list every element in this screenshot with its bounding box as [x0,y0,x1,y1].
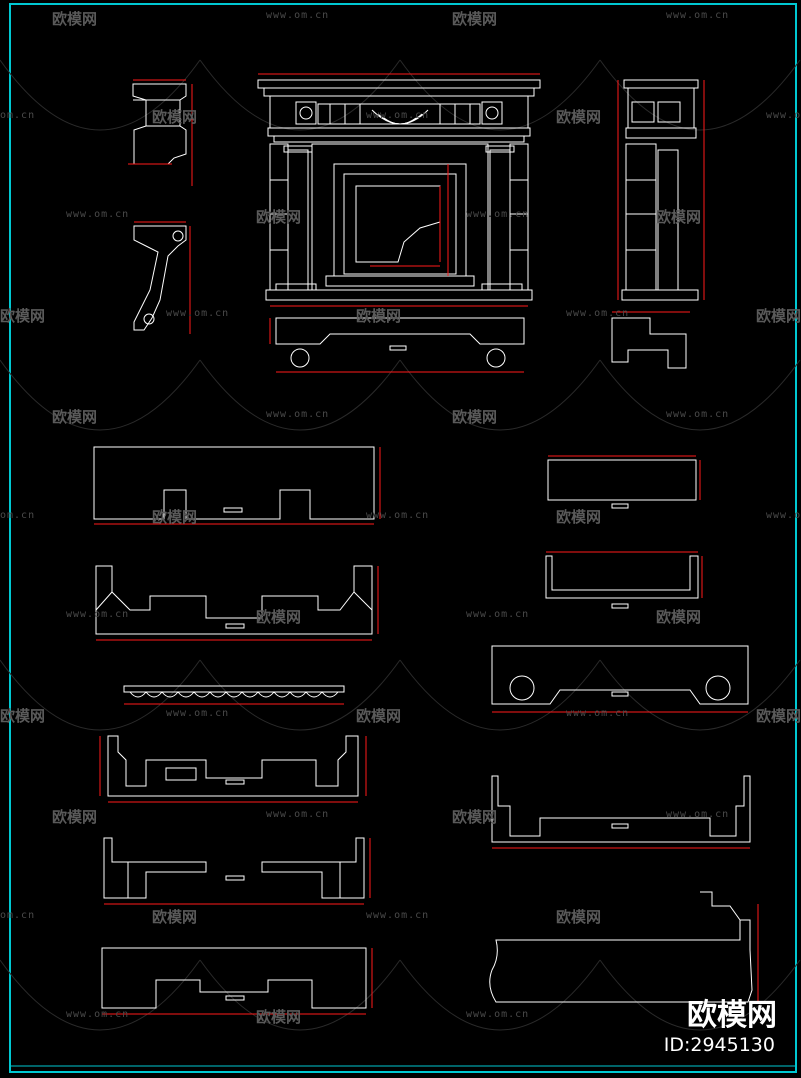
section-plan-r1-dims [548,455,701,500]
watermark-url: www.om.cn [466,209,530,220]
watermark-url: www.om.cn [166,708,230,719]
watermark-url: www.om.cn [666,10,730,21]
watermark-logo: 欧模网 [256,1008,302,1026]
watermark-logo: 欧模网 [152,108,198,126]
watermark-url: www.om.cn [366,510,430,521]
watermark-logo: 欧模网 [0,707,46,725]
watermark-url: www.om.cn [266,409,330,420]
watermark-logo: 欧模网 [656,608,702,626]
watermark-url: www.om.cn [66,1009,130,1020]
watermark-logo: 欧模网 [52,808,98,826]
watermark-url: www.om.cn [666,409,730,420]
right-side-elevation-dims [612,80,705,313]
watermark-logo: 欧模网 [356,307,402,325]
watermark-logo: 欧模网 [656,208,702,226]
watermark-arcs [0,59,801,1031]
watermark-logo: 欧模网 [452,808,498,826]
watermark-logo: 欧模网 [0,307,46,325]
front-elevation [257,79,541,301]
watermark-logo: 欧模网 [52,408,98,426]
watermark-logo: 欧模网 [452,408,498,426]
front-plan [275,317,525,368]
watermark-url: www.om.cn [666,809,730,820]
watermark-logo: 欧模网 [756,307,801,325]
watermark-logo: 欧模网 [52,10,98,28]
watermark-url: www.om.cn [66,209,130,220]
watermark-logo: 欧模网 [356,707,402,725]
left-profile-bracket-dims [134,221,191,334]
watermark-logo: 欧模网 [556,508,602,526]
front-plan-dims [269,318,524,373]
section-plan-1-dims [94,447,381,525]
watermark-logo: 欧模网 [256,208,302,226]
front-elevation-dims [258,73,540,307]
watermark-logo: 欧模网 [756,707,801,725]
sheet-border [9,3,797,1073]
watermark-url: www.om.cn [566,708,630,719]
watermark-logo: 欧模网 [556,908,602,926]
section-dentil-strip [123,685,345,698]
section-plan-2 [95,565,373,635]
watermark-url: www.om.cn [366,910,430,921]
watermark-logo: 欧模网 [556,108,602,126]
watermark-url: www.om.cn [366,110,430,121]
section-plan-r4 [491,775,751,843]
section-plan-3-dims [99,736,367,803]
watermark-url: www.om.cn [566,308,630,319]
section-plan-r2 [545,555,699,609]
section-plan-3 [107,735,359,797]
section-plan-r2-dims [546,551,703,598]
watermark-logo: 欧模网 [152,908,198,926]
section-plan-r3 [491,645,749,705]
watermark-url: www.om.cn [466,1009,530,1020]
section-plan-5 [101,947,367,1009]
section-plan-r1 [547,459,697,509]
watermark-logo: 欧模网 [152,508,198,526]
watermark-url: www.om.cn [766,110,801,121]
section-plan-4 [103,837,365,899]
left-profile-top [132,83,187,165]
watermark-url: om.cn [0,910,36,921]
watermark-url: om.cn [0,110,36,121]
section-plan-r5 [489,891,753,1003]
brand-logo: 欧模网 [687,998,777,1033]
section-plan-5-dims [102,948,373,1015]
section-plan-2-dims [96,566,379,641]
watermark-logo: 欧模网 [452,10,498,28]
watermark-logo: 欧模网 [256,608,302,626]
left-profile-top-dims [128,79,193,186]
right-side-elevation [611,79,699,369]
watermark-url: www.om.cn [166,308,230,319]
brand-id: ID:2945130 [663,1034,775,1056]
left-profile-bracket [133,225,187,331]
watermark-url: www.om.cn [466,609,530,620]
section-plan-4-dims [104,838,371,905]
watermark-url: www.om.cn [766,510,801,521]
section-plan-1 [93,446,375,520]
watermark-url: www.om.cn [266,10,330,21]
watermark-url: www.om.cn [266,809,330,820]
watermark-url: www.om.cn [66,609,130,620]
watermark-url: om.cn [0,510,36,521]
